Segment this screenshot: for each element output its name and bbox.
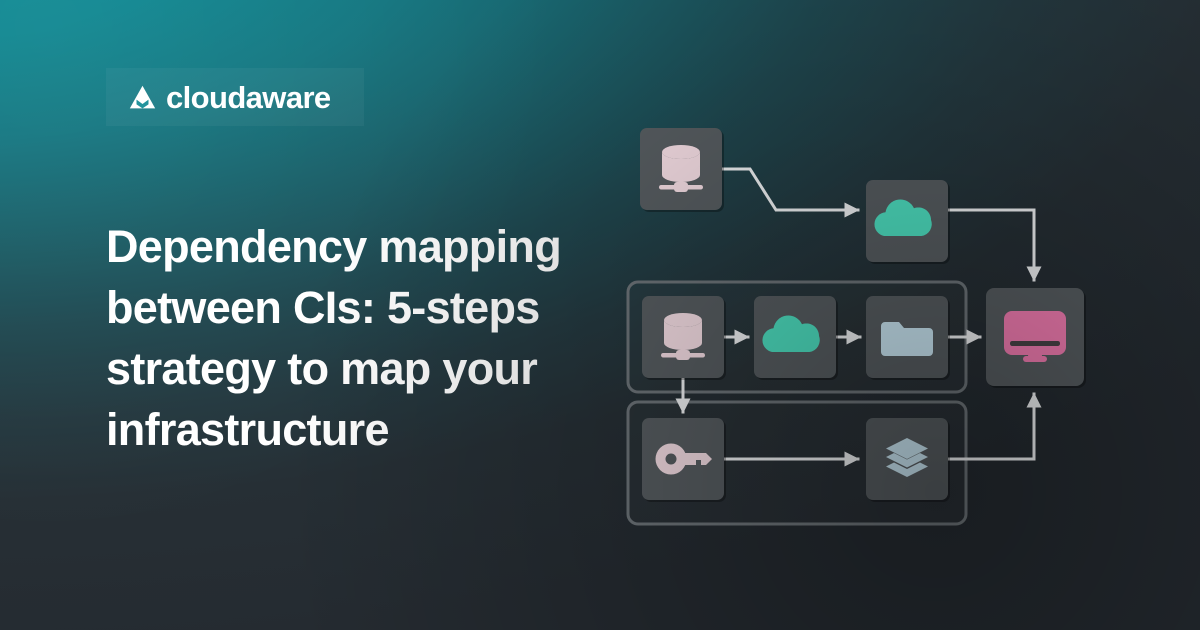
node-db-mid[interactable] <box>642 296 726 380</box>
cloud-icon <box>762 315 820 352</box>
group-bottom <box>626 400 968 526</box>
dependency-diagram-svg <box>626 128 1086 526</box>
node-cloud-top[interactable] <box>866 180 950 264</box>
page-title: Dependency mapping between CIs: 5-steps … <box>106 221 562 456</box>
database-icon <box>659 145 703 192</box>
dependency-diagram <box>600 100 1120 550</box>
node-layers-bot[interactable] <box>866 418 950 502</box>
edge-cloud-top-to-monitor <box>946 208 1042 282</box>
database-icon <box>661 313 705 360</box>
cloudaware-mountain-icon <box>129 85 156 108</box>
edge-db-top-to-cloud-top <box>720 167 860 218</box>
brand-logo-text: cloudaware <box>166 79 331 115</box>
node-folder-mid[interactable] <box>866 296 950 380</box>
key-icon <box>655 443 712 475</box>
folder-icon <box>881 322 933 356</box>
node-cloud-mid[interactable] <box>754 296 838 380</box>
edge-layers-bot-to-monitor <box>946 392 1042 461</box>
brand-logo[interactable]: cloudaware <box>106 68 364 126</box>
node-monitor[interactable] <box>986 288 1086 388</box>
node-db-top[interactable] <box>640 128 724 212</box>
cloud-icon <box>874 199 932 236</box>
monitor-icon <box>1004 311 1066 362</box>
node-key-bot[interactable] <box>642 418 726 502</box>
layers-icon <box>886 438 928 477</box>
